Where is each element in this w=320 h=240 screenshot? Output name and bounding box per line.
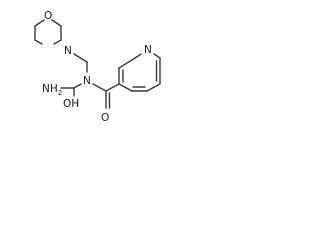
bond [34, 39, 43, 45]
bond [153, 53, 161, 59]
atom-labels: O N N NH2 OH O N [42, 10, 152, 124]
hydroxyl-label: OH [63, 98, 79, 110]
bond [51, 19, 62, 27]
bond [53, 39, 62, 45]
bond [73, 53, 88, 63]
pyridine-nitrogen-label: N [144, 44, 152, 56]
bonds [34, 19, 161, 109]
bond [131, 53, 142, 61]
amine-subscript: 2 [58, 89, 62, 97]
bond [118, 83, 133, 92]
bond [73, 83, 82, 89]
bond [92, 83, 107, 92]
morpholine-nitrogen-label: N [64, 45, 72, 57]
amide-nitrogen-label: N [83, 75, 91, 87]
carbonyl-oxygen-label: O [101, 112, 109, 124]
bond [118, 59, 133, 69]
morpholine-oxygen-label: O [44, 10, 52, 22]
bond [105, 83, 120, 92]
amine-label: NH2 [42, 83, 62, 97]
molecule-diagram: O N N NH2 OH O N [34, 10, 161, 124]
bond [34, 19, 45, 27]
bond [146, 83, 161, 92]
